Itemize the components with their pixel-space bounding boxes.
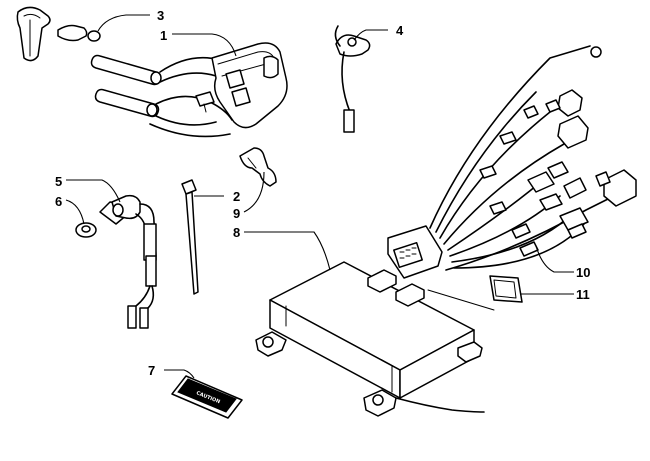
leader-lines — [65, 14, 574, 379]
callout-11: 11 — [576, 287, 590, 302]
temperature-sensor — [334, 25, 371, 133]
callout-2: 2 — [233, 189, 240, 204]
control-module — [255, 261, 485, 417]
callout-labels: 3 1 4 5 6 2 9 8 7 10 11 — [55, 8, 590, 378]
harness-clip — [239, 147, 277, 187]
callout-3: 3 — [157, 8, 164, 23]
wiring-harness — [387, 45, 637, 279]
callout-5: 5 — [55, 174, 62, 189]
switch-sensor — [99, 194, 157, 329]
spark-plug-cap — [16, 6, 101, 62]
cable-tie — [181, 179, 199, 295]
washer — [75, 222, 97, 238]
callout-1: 1 — [160, 28, 167, 43]
callout-7: 7 — [148, 363, 155, 378]
callout-8: 8 — [233, 225, 240, 240]
callout-9: 9 — [233, 206, 240, 221]
callout-10: 10 — [576, 265, 590, 280]
foam-pad — [427, 275, 523, 311]
callout-4: 4 — [396, 23, 404, 38]
callout-6: 6 — [55, 194, 62, 209]
caution-decal: CAUTION — [171, 375, 243, 419]
ignition-coil — [90, 42, 288, 138]
